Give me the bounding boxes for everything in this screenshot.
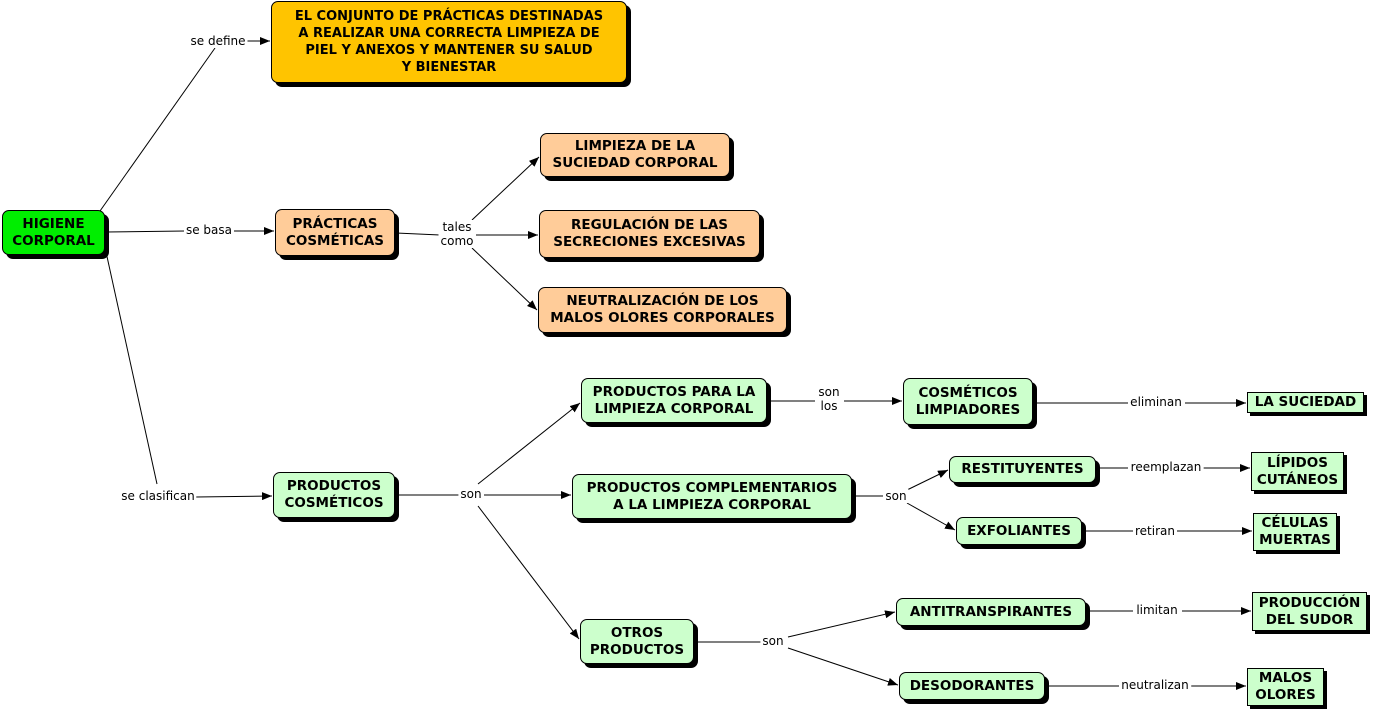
concept-productos-complementarios[interactable]: PRODUCTOS COMPLEMENTARIOS A LA LIMPIEZA …	[572, 474, 852, 519]
link-label-neutralizan: neutralizan	[1119, 678, 1191, 692]
line-practicas-to-tales-como	[395, 232, 441, 236]
link-label-retiran: retiran	[1133, 524, 1177, 538]
concept-exfoliantes[interactable]: EXFOLIANTES	[956, 517, 1082, 545]
link-label-tales-como: tales como	[438, 220, 476, 248]
arrow-son-to-otros	[477, 505, 580, 640]
concept-definicion[interactable]: EL CONJUNTO DE PRÁCTICAS DESTINADAS A RE…	[271, 1, 627, 83]
concept-neutralizacion-olores[interactable]: NEUTRALIZACIÓN DE LOS MALOS OLORES CORPO…	[538, 287, 787, 333]
concept-limpieza-suciedad[interactable]: LIMPIEZA DE LA SUCIEDAD CORPORAL	[540, 133, 730, 177]
arrow-tales-como-to-limpieza	[471, 156, 540, 221]
arrow-son-to-restituyentes	[906, 469, 949, 491]
link-label-son: son	[883, 489, 909, 503]
concept-productos-cosmeticos[interactable]: PRODUCTOS COSMÉTICOS	[273, 472, 395, 518]
link-label-son-los: son los	[816, 385, 842, 413]
link-label-se-basa: se basa	[183, 223, 235, 237]
line-higiene-to-se-basa	[105, 230, 186, 233]
concept-otros-productos[interactable]: OTROS PRODUCTOS	[580, 619, 694, 664]
line-higiene-to-se-define	[99, 47, 216, 212]
arrow-son-to-productos-limpieza	[477, 402, 581, 485]
link-label-limitan: limitan	[1134, 603, 1180, 617]
concept-antitranspirantes[interactable]: ANTITRANSPIRANTES	[896, 598, 1086, 626]
link-label-se-define: se define	[188, 34, 248, 48]
concept-produccion-sudor[interactable]: PRODUCCIÓN DEL SUDOR	[1252, 592, 1367, 631]
arrow-son-to-antitranspirantes	[787, 610, 896, 638]
concept-higiene-corporal[interactable]: HIGIENE CORPORAL	[2, 210, 105, 255]
link-label-son: son	[458, 487, 484, 501]
concept-productos-limpieza[interactable]: PRODUCTOS PARA LA LIMPIEZA CORPORAL	[581, 378, 767, 423]
link-label-eliminan: eliminan	[1128, 395, 1184, 409]
concept-regulacion-secreciones[interactable]: REGULACIÓN DE LAS SECRECIONES EXCESIVAS	[539, 210, 760, 258]
line-higiene-to-se-clasifican	[105, 251, 158, 485]
arrow-son-to-exfoliantes	[906, 502, 956, 531]
link-label-son: son	[760, 634, 786, 648]
arrow-tales-como-to-neutralizacion	[471, 247, 538, 311]
arrow-son-to-desodorantes	[787, 647, 899, 686]
concept-cosmeticos-limpiadores[interactable]: COSMÉTICOS LIMPIADORES	[903, 378, 1033, 425]
concept-malos-olores[interactable]: MALOS OLORES	[1247, 668, 1324, 706]
arrow-se-clasifican-to-productos	[195, 492, 273, 501]
concept-desodorantes[interactable]: DESODORANTES	[899, 672, 1045, 700]
link-label-reemplazan: reemplazan	[1128, 460, 1204, 474]
concept-lipidos-cutaneos[interactable]: LÍPIDOS CUTÁNEOS	[1251, 452, 1344, 491]
concept-celulas-muertas[interactable]: CÉLULAS MUERTAS	[1253, 513, 1337, 551]
link-label-se-clasifican: se clasifican	[119, 489, 197, 503]
concept-practicas-cosmeticas[interactable]: PRÁCTICAS COSMÉTICAS	[275, 209, 395, 256]
concept-la-suciedad[interactable]: LA SUCIEDAD	[1247, 392, 1364, 413]
concept-restituyentes[interactable]: RESTITUYENTES	[949, 456, 1096, 483]
